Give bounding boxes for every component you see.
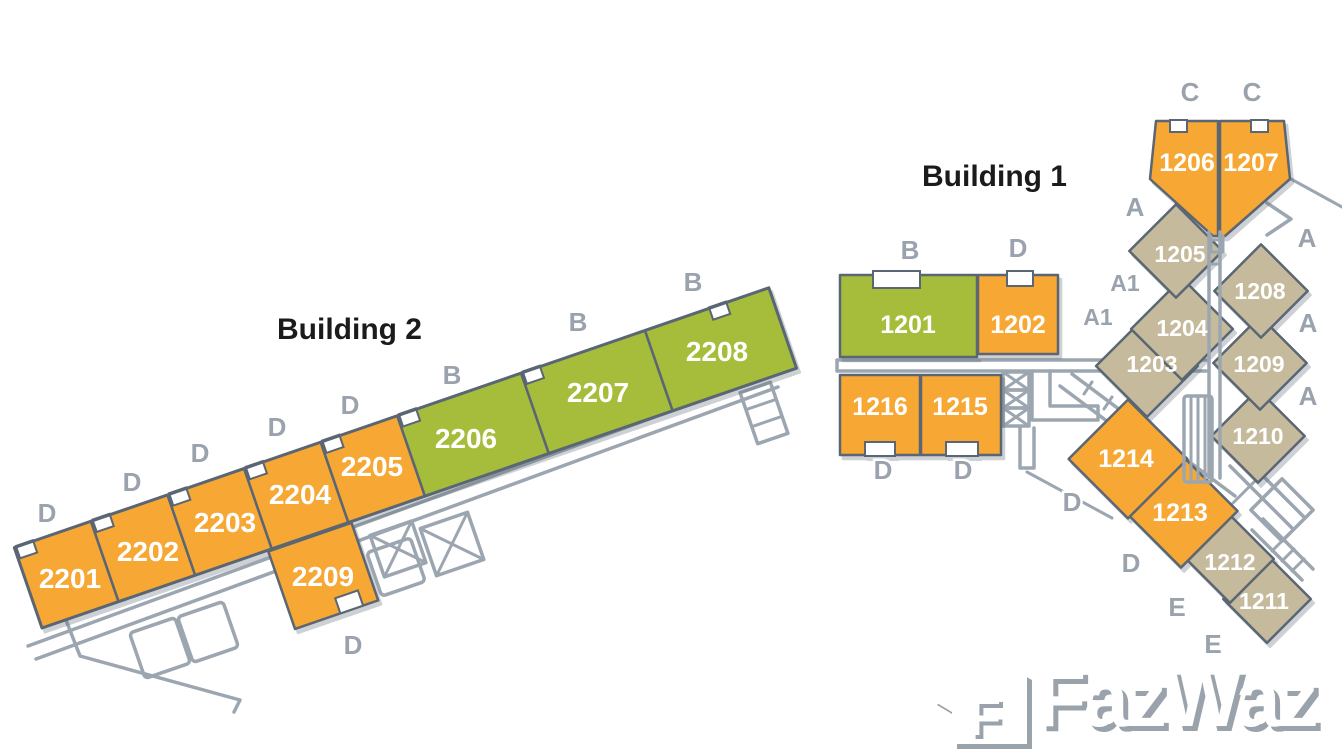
building2-outline: [12, 286, 799, 630]
unit-label-2204: 2204: [269, 479, 332, 510]
central-corridor: [1207, 230, 1222, 480]
unit-label-1201: 1201: [880, 311, 936, 339]
type-label-d: D: [268, 412, 287, 442]
hatched-deck: [418, 510, 486, 578]
type-label-d: D: [38, 498, 57, 528]
type-label-b: B: [684, 267, 703, 297]
unit-1209[interactable]: [1212, 315, 1308, 411]
unit-label-2206: 2206: [435, 423, 497, 454]
corridor-path: [1025, 470, 1114, 520]
unit-1214[interactable]: [1067, 398, 1189, 520]
unit-label-2205: 2205: [341, 451, 403, 482]
unit-1210[interactable]: [1210, 388, 1306, 484]
unit-label-1214: 1214: [1098, 445, 1154, 473]
unit-label-1204: 1204: [1156, 315, 1207, 341]
unit-label-1209: 1209: [1233, 351, 1284, 377]
unit-label-2208: 2208: [686, 336, 748, 367]
stair-notch: [864, 441, 896, 457]
building2-type-letters: D D D D D B B B D: [35, 265, 705, 663]
ladder-deck: [738, 380, 790, 446]
unit-label-1205: 1205: [1154, 241, 1205, 267]
unit-label-1207: 1207: [1223, 149, 1279, 177]
stair-notch: [945, 441, 979, 457]
type-label-d: D: [1009, 233, 1028, 263]
unit-1202[interactable]: [976, 273, 1060, 356]
unit-label-2203: 2203: [194, 507, 256, 538]
hatched-bridge: [1001, 370, 1031, 428]
type-label-a: A: [1299, 308, 1318, 338]
type-label-b: B: [569, 307, 588, 337]
type-label-d: D: [191, 438, 210, 468]
walkway-path: [64, 618, 242, 714]
unit-1205[interactable]: [1128, 203, 1224, 299]
terrace-square: [366, 537, 426, 597]
type-label-d: D: [123, 467, 142, 497]
unit-label-1210: 1210: [1232, 423, 1283, 449]
type-label-a: A: [1298, 223, 1317, 253]
type-label-c: C: [1243, 77, 1262, 107]
stair-notch: [872, 270, 921, 289]
building2-shapes: [12, 286, 799, 631]
stair-notch: [333, 589, 365, 615]
building1-title: Building 1: [922, 160, 1067, 193]
type-label-d: D: [1122, 548, 1141, 578]
type-label-d: D: [874, 455, 893, 485]
type-label-b: B: [901, 235, 920, 265]
building2-unit-numbers: 2201 2202 2203 2204 2205 2206 2207 2208 …: [39, 336, 748, 594]
type-label-e: E: [1204, 629, 1221, 659]
type-label-d: D: [341, 390, 360, 420]
unit-label-1215: 1215: [932, 393, 988, 421]
building2-title: Building 2: [277, 313, 422, 346]
stair-ladder: [1182, 394, 1214, 484]
building1-shapes: [838, 119, 1313, 645]
unit-label-1213: 1213: [1152, 499, 1208, 527]
type-label-d: D: [954, 455, 973, 485]
terrace-square: [128, 616, 192, 680]
unit-1208[interactable]: [1213, 243, 1309, 339]
type-label-a: A: [1126, 192, 1145, 222]
building1-unit-numbers: 1201 1202 1203 1204 1205 1206 1207 1208 …: [852, 149, 1289, 614]
lattice-structure: [1228, 453, 1315, 582]
corridor-path: [1030, 369, 1100, 422]
unit-label-1202: 1202: [990, 311, 1046, 339]
unit-label-2207: 2207: [567, 377, 629, 408]
type-label-d: D: [1063, 487, 1082, 517]
type-label-d: D: [344, 630, 363, 660]
edge-path: [1289, 177, 1342, 209]
logo-f: F: [968, 687, 1001, 747]
fazwaz-logo[interactable]: F F FazWaz FazWaz: [932, 652, 1325, 751]
unit-label-1212: 1212: [1204, 549, 1255, 575]
unit-1206[interactable]: [1148, 119, 1220, 238]
corridor-path: [1018, 426, 1036, 470]
house-f-icon: F F: [932, 652, 1032, 751]
chevron-path: [1265, 201, 1293, 237]
unit-1207[interactable]: [1218, 119, 1292, 238]
type-label-c: C: [1181, 77, 1200, 107]
logo-f-shadow: F: [972, 691, 1005, 751]
type-label-a1: A1: [1083, 304, 1113, 330]
stair-notch: [1006, 270, 1034, 287]
stair-notch: [1250, 119, 1269, 133]
type-label-e: E: [1168, 592, 1185, 622]
unit-label-1216: 1216: [852, 393, 908, 421]
building1-type-letters: B D C C A A1 A1 A A A D D D D E E: [871, 75, 1320, 662]
unit-label-1203: 1203: [1126, 351, 1177, 377]
type-label-a: A: [1299, 381, 1318, 411]
unit-label-1208: 1208: [1234, 278, 1285, 304]
terrace-square: [176, 600, 240, 664]
stair-notch: [1169, 119, 1188, 133]
brand-text: FazWaz: [1036, 653, 1317, 744]
unit-label-2201: 2201: [39, 563, 101, 594]
walkways-under-layer: [26, 177, 1342, 714]
unit-label-1211: 1211: [1239, 588, 1289, 614]
type-label-b: B: [443, 360, 462, 390]
unit-label-2209: 2209: [292, 561, 354, 592]
brand-text-shadow: FazWaz: [1041, 658, 1322, 749]
walkways-over-layer: [1182, 230, 1225, 484]
unit-label-2202: 2202: [117, 536, 179, 567]
type-label-a1: A1: [1110, 270, 1140, 296]
pentagon-connector: [1209, 234, 1225, 254]
unit-label-1206: 1206: [1159, 149, 1215, 177]
